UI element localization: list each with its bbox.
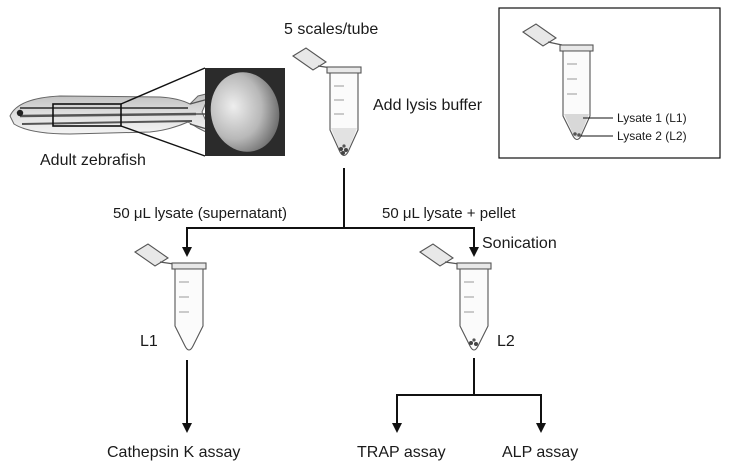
adult-zebrafish-label: Adult zebrafish <box>40 152 146 169</box>
add-lysis-buffer-label: Add lysis buffer <box>373 97 483 114</box>
inset-tube <box>521 23 594 141</box>
pellet-branch-label: 50 μL lysate + pellet <box>382 205 516 222</box>
cathepsin-assay-label: Cathepsin K assay <box>107 444 240 461</box>
trap-assay-label: TRAP assay <box>357 444 446 461</box>
sonication-label: Sonication <box>482 235 557 252</box>
tube-l2 <box>418 243 492 351</box>
scales-per-tube-label: 5 scales/tube <box>284 21 378 38</box>
sample-tube-top <box>291 47 362 157</box>
tube-l2-label: L2 <box>497 333 515 350</box>
tube-l1-label: L1 <box>140 333 158 350</box>
lysate1-label: Lysate 1 (L1) <box>617 111 687 125</box>
inset-box <box>498 7 721 159</box>
tube-l1 <box>133 243 207 351</box>
alp-assay-label: ALP assay <box>502 444 578 461</box>
supernatant-branch-label: 50 μL lysate (supernatant) <box>113 205 287 222</box>
lysate2-label: Lysate 2 (L2) <box>617 129 687 143</box>
zebrafish-illustration <box>9 92 214 137</box>
scale-micrograph <box>205 68 285 156</box>
